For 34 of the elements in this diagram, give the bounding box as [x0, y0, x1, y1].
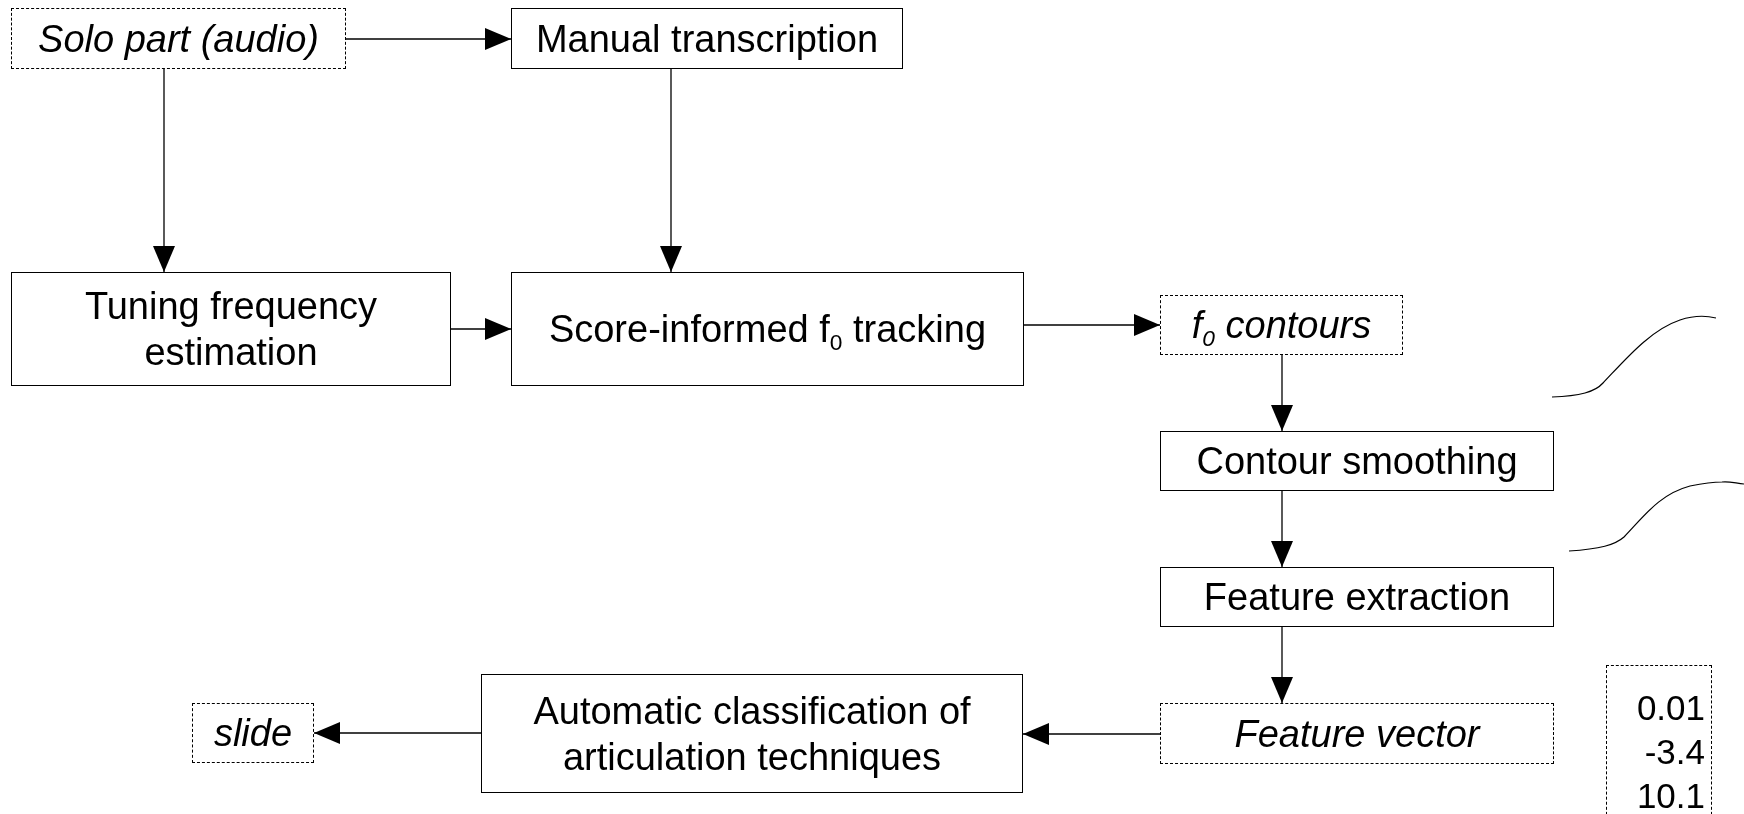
node-label: Solo part (audio) [38, 16, 319, 62]
vector-value: -3.4 [1644, 731, 1705, 773]
node-label: Feature extraction [1203, 575, 1511, 620]
node-label: slide [213, 711, 293, 756]
node-label: Score-informed f$_{0}$ tracking [548, 307, 987, 352]
arrow [450, 318, 512, 340]
node-label: Feature vector [1234, 711, 1480, 757]
process-box [511, 8, 903, 69]
arrow [1022, 723, 1161, 745]
vector-value: 0.01 [1636, 687, 1705, 729]
data-box [1160, 703, 1554, 764]
process-box [1160, 567, 1554, 627]
data-box [11, 8, 346, 69]
process-box [1160, 431, 1554, 491]
vector-box [1606, 665, 1712, 814]
arrow [1271, 626, 1293, 704]
node-label: Tuning frequency estimation [83, 284, 379, 375]
process-box [481, 674, 1023, 793]
node-label: Automatic classification of articulation techniques [532, 688, 972, 780]
data-box [1160, 295, 1403, 355]
process-box [511, 272, 1024, 386]
arrow [313, 722, 482, 744]
arrow [345, 28, 512, 50]
arrow [1271, 354, 1293, 432]
arrow [153, 68, 175, 273]
node-label: f$_{0}$ contours [1191, 303, 1372, 348]
arrow [1271, 490, 1293, 568]
arrow [660, 68, 682, 273]
node-label: Contour smoothing [1196, 439, 1518, 484]
data-box [192, 703, 314, 763]
arrow [1023, 314, 1161, 336]
vector-value: 10.1 [1636, 775, 1705, 814]
process-box [11, 272, 451, 386]
node-label: Manual transcription [535, 16, 879, 62]
